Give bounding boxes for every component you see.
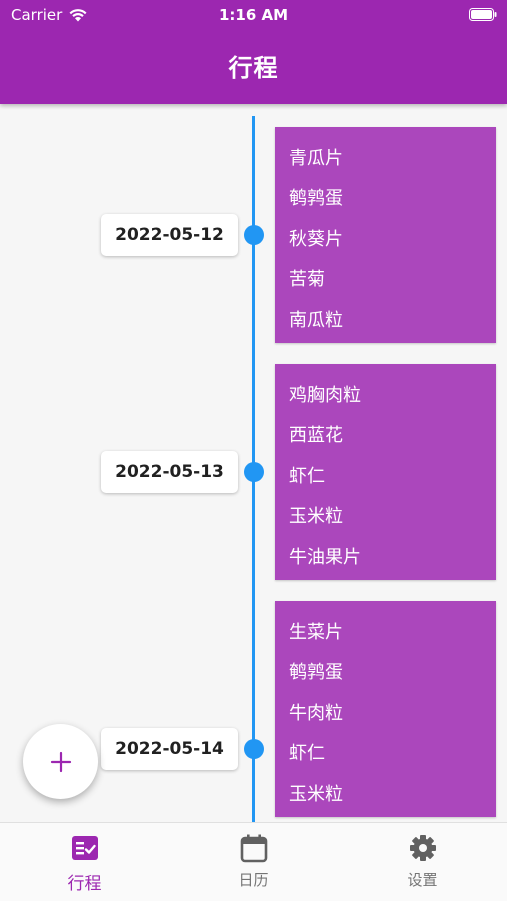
battery-icon [469, 8, 497, 21]
nav-label: 日历 [238, 871, 269, 889]
status-time: 1:16 AM [218, 6, 289, 24]
list-item: 鹌鹑蛋 [289, 662, 343, 684]
date-chip: 2022-05-13 [101, 451, 238, 493]
carrier-label: Carrier [11, 6, 88, 24]
list-item: 西蓝花 [289, 425, 343, 447]
list-item: 生菜片 [289, 622, 343, 643]
calendar-icon [240, 834, 267, 863]
gear-icon [409, 835, 436, 861]
timeline-dot [244, 225, 264, 245]
list-item: 鸡胸肉粒 [289, 385, 361, 406]
meal-card[interactable]: 生菜片 鹌鹑蛋 牛肉粒 虾仁 玉米粒 [275, 601, 496, 817]
carrier-text: Carrier [11, 6, 63, 24]
date-chip: 2022-05-14 [101, 728, 238, 770]
bottom-nav: 行程 日历 设置 [0, 822, 507, 901]
page-title: 行程 [228, 54, 279, 82]
list-item: 虾仁 [289, 465, 325, 487]
nav-label: 设置 [407, 871, 438, 889]
meal-card[interactable]: 青瓜片 鹌鹑蛋 秋葵片 苦菊 南瓜粒 [275, 127, 496, 343]
date-chip: 2022-05-12 [101, 214, 238, 256]
nav-item-itinerary[interactable]: 行程 [0, 823, 169, 901]
list-item: 秋葵片 [289, 228, 343, 250]
list-item: 牛油果片 [289, 546, 361, 568]
list-item: 虾仁 [289, 743, 325, 765]
list-item: 鹌鹑蛋 [289, 188, 343, 210]
wifi-icon [69, 9, 87, 22]
nav-label: 行程 [67, 874, 102, 894]
list-item: 苦菊 [289, 269, 325, 291]
list-item: 青瓜片 [289, 148, 343, 169]
itinerary-icon [71, 836, 98, 860]
nav-item-calendar[interactable]: 日历 [169, 823, 338, 901]
meal-list: 鸡胸肉粒 西蓝花 虾仁 玉米粒 牛油果片 [275, 364, 496, 578]
meal-list: 青瓜片 鹌鹑蛋 秋葵片 苦菊 南瓜粒 [275, 127, 496, 341]
list-item: 牛肉粒 [289, 702, 343, 724]
add-button[interactable] [23, 724, 98, 799]
list-item: 玉米粒 [289, 506, 343, 528]
meal-card[interactable]: 鸡胸肉粒 西蓝花 虾仁 玉米粒 牛油果片 [275, 364, 496, 580]
app-bar: Carrier 1:16 AM 行程 [0, 0, 507, 104]
list-item: 玉米粒 [289, 783, 343, 805]
timeline-dot [244, 462, 264, 482]
plus-icon [50, 751, 71, 772]
meal-list: 生菜片 鹌鹑蛋 牛肉粒 虾仁 玉米粒 [275, 601, 496, 815]
timeline-dot [244, 739, 264, 759]
list-item: 南瓜粒 [289, 309, 343, 331]
nav-item-settings[interactable]: 设置 [338, 823, 507, 901]
status-bar: Carrier 1:16 AM [0, 0, 507, 30]
